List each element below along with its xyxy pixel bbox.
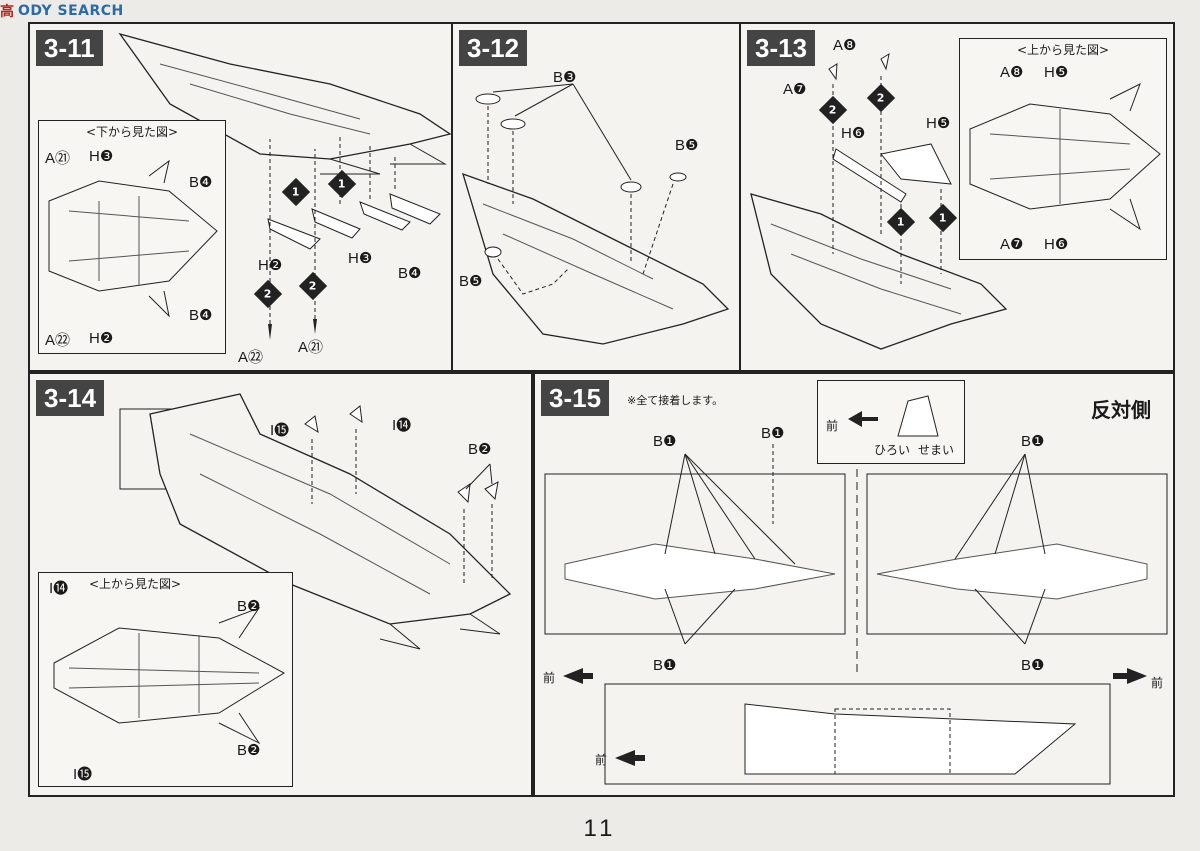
- part-label: I⓯: [270, 422, 290, 439]
- part-label: A❼: [783, 81, 807, 98]
- inset-label: H❷: [89, 330, 114, 347]
- part-detail-drawing: [848, 395, 939, 437]
- top-view-inset: <上から見た図> I⓮ B❷ B❷ I⓯: [38, 572, 293, 787]
- inset-label: B❹: [189, 307, 213, 324]
- top-view-drawing: [969, 82, 1161, 231]
- panel-step-3-12: 3-12 B❸ B❺ B❺: [451, 22, 741, 372]
- front-arrow-label: 前: [595, 753, 608, 767]
- step-label: 3-12: [459, 30, 528, 66]
- ship-illustration: [119, 393, 512, 650]
- step-label: 3-13: [747, 30, 816, 66]
- part-label: B❶: [1021, 433, 1045, 450]
- part-label: H❷: [258, 257, 283, 274]
- step-label: 3-11: [36, 30, 103, 66]
- inset-label: H❻: [1044, 236, 1069, 253]
- inset-label: A㉒: [45, 332, 71, 349]
- front-arrow-label: 前: [1151, 676, 1164, 690]
- ship-illustration: [750, 52, 1008, 350]
- part-label: B❺: [459, 273, 483, 290]
- inset-label: A❼: [1000, 236, 1024, 253]
- part-label: H❺: [926, 115, 951, 132]
- panel-step-3-13: 3-13 2 2 1 1 A❽ A❼ H❻ H❺ <上から見た図> A❽ H❺ …: [739, 22, 1175, 372]
- bottom-view-drawing: [48, 159, 218, 318]
- front-label: 前: [826, 419, 839, 433]
- step-label: 3-14: [36, 380, 105, 416]
- part-label: B❷: [468, 441, 492, 458]
- ship-illustration: [118, 32, 451, 340]
- part-label: B❶: [653, 657, 677, 674]
- detail-inset: 前 ひろい せまい: [817, 380, 965, 464]
- part-label: B❶: [1021, 657, 1045, 674]
- page-number: 11: [583, 815, 617, 842]
- inset-title: <上から見た図>: [1016, 43, 1110, 57]
- part-label: B❹: [398, 265, 422, 282]
- part-label: H❻: [841, 125, 866, 142]
- narrow-label: せまい: [918, 443, 955, 457]
- inset-label: A❽: [1000, 64, 1024, 81]
- wide-label: ひろい: [874, 443, 911, 457]
- top-view-drawing: [53, 606, 286, 745]
- part-label: B❶: [761, 425, 785, 442]
- top-view-inset: <上から見た図> A❽ H❺ A❼ H❻: [959, 38, 1167, 260]
- part-label: B❺: [675, 137, 699, 154]
- part-label: B❶: [653, 433, 677, 450]
- part-label: B❸: [553, 69, 577, 86]
- part-label: A❽: [833, 37, 857, 54]
- bottom-view-inset: <下から見た図> A㉑ H❸ B❹ B❹ A㉒ H❷: [38, 120, 226, 354]
- inset-label: B❹: [189, 174, 213, 191]
- panel-step-3-11: 3-11 1 1 2 2 H❷ H❸ B❹ A㉒ A㉑ <下から見た図>: [28, 22, 453, 372]
- watermark-text: ODY SEARCH: [18, 3, 124, 19]
- watermark-logo: 高: [0, 4, 14, 20]
- ship-illustration: [462, 83, 730, 345]
- panel-step-3-14: 3-14 I⓯ I⓮ B❷ <上から見た図> I⓮ B❷ B❷ I⓯: [28, 372, 533, 797]
- glue-note: ※全て接着します。: [627, 394, 724, 407]
- inset-label: A㉑: [45, 150, 71, 167]
- ship-side-views: [544, 444, 1168, 785]
- inset-label: B❷: [237, 742, 261, 759]
- front-arrow-label: 前: [543, 671, 556, 685]
- inset-title: <上から見た図>: [89, 577, 182, 591]
- opposite-side-label: 反対側: [1091, 398, 1151, 422]
- step-label: 3-15: [541, 380, 610, 416]
- part-label: I⓮: [392, 417, 412, 434]
- part-label: A㉑: [298, 339, 324, 356]
- inset-label: B❷: [237, 598, 261, 615]
- panel-step-3-15: 3-15 ※全て接着します。 反対側 前 ひろい せまい: [533, 372, 1175, 797]
- part-label: A㉒: [238, 349, 264, 366]
- inset-label: I⓮: [49, 580, 69, 597]
- inset-label: H❸: [89, 148, 114, 165]
- inset-label: I⓯: [73, 766, 93, 783]
- watermark: 高 ODY SEARCH: [0, 0, 124, 22]
- part-label: H❸: [348, 250, 373, 267]
- inset-label: H❺: [1044, 64, 1069, 81]
- inset-title: <下から見た図>: [85, 125, 179, 139]
